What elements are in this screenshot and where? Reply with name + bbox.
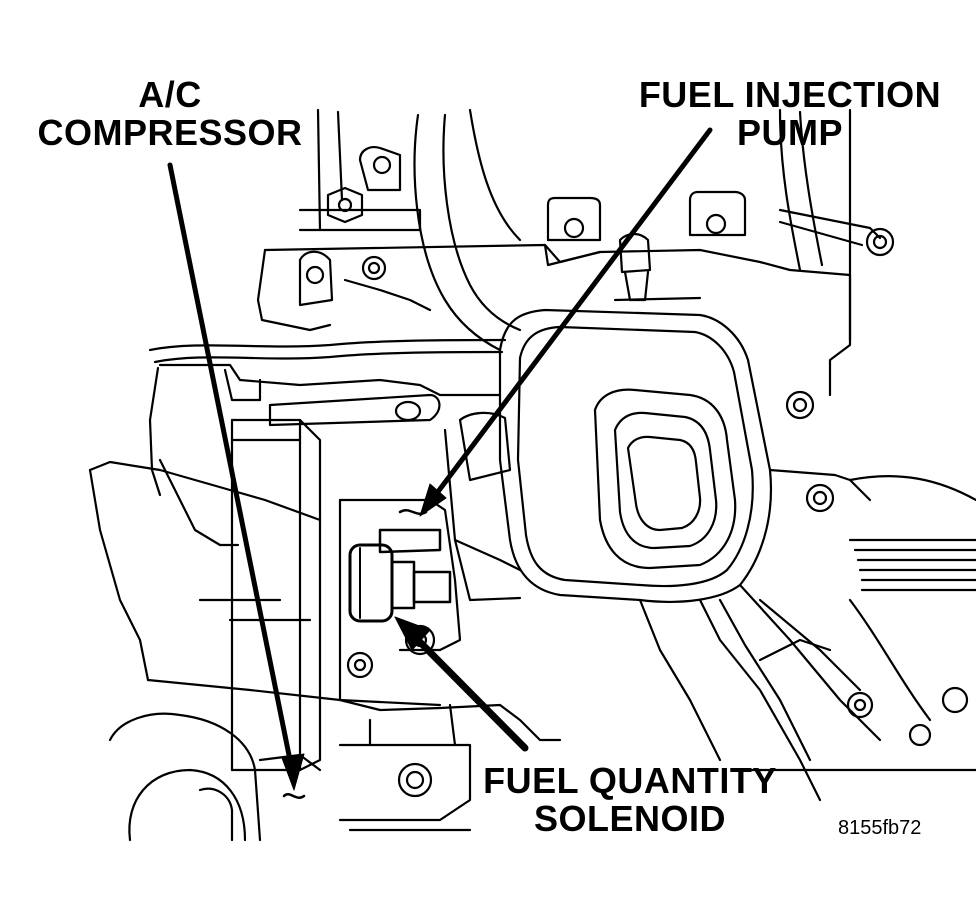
ac-compressor-label: A/C COMPRESSOR: [30, 76, 310, 152]
right-engine-details: [638, 390, 976, 802]
engine-block: [88, 243, 852, 707]
leader-arrows: [167, 127, 713, 799]
fuel-quantity-solenoid-leader-line: [406, 628, 529, 752]
figure-id: 8155fb72: [838, 817, 922, 839]
fuel-injection-pump-housing: [443, 232, 773, 603]
fuel-injection-pump-leader-line: [425, 127, 713, 508]
fuel-injection-pump-label-line1: FUEL INJECTION: [638, 74, 942, 115]
fuel-quantity-solenoid: [348, 528, 452, 623]
fuel-quantity-solenoid-label-line2: SOLENOID: [533, 797, 726, 839]
fuel-quantity-solenoid-label-line1: FUEL QUANTITY: [483, 760, 777, 801]
fuel-injection-pump-label: FUEL INJECTION PUMP: [620, 76, 960, 152]
intake-pipes: [148, 108, 852, 364]
ac-compressor: [108, 418, 322, 842]
fuel-quantity-solenoid-arrowhead: [394, 616, 431, 651]
fuel-injection-pump-arrowhead: [419, 483, 447, 517]
ac-compressor-arrowhead: [281, 753, 305, 791]
ac-compressor-leader-line: [167, 162, 297, 783]
fuel-injection-pump-label-line2: PUMP: [736, 111, 843, 153]
ac-compressor-label-line1: A/C: [138, 74, 202, 115]
fuel-quantity-solenoid-label: FUEL QUANTITY SOLENOID: [470, 762, 790, 838]
mount-brackets: [298, 146, 895, 257]
ac-compressor-label-line2: COMPRESSOR: [37, 111, 303, 153]
